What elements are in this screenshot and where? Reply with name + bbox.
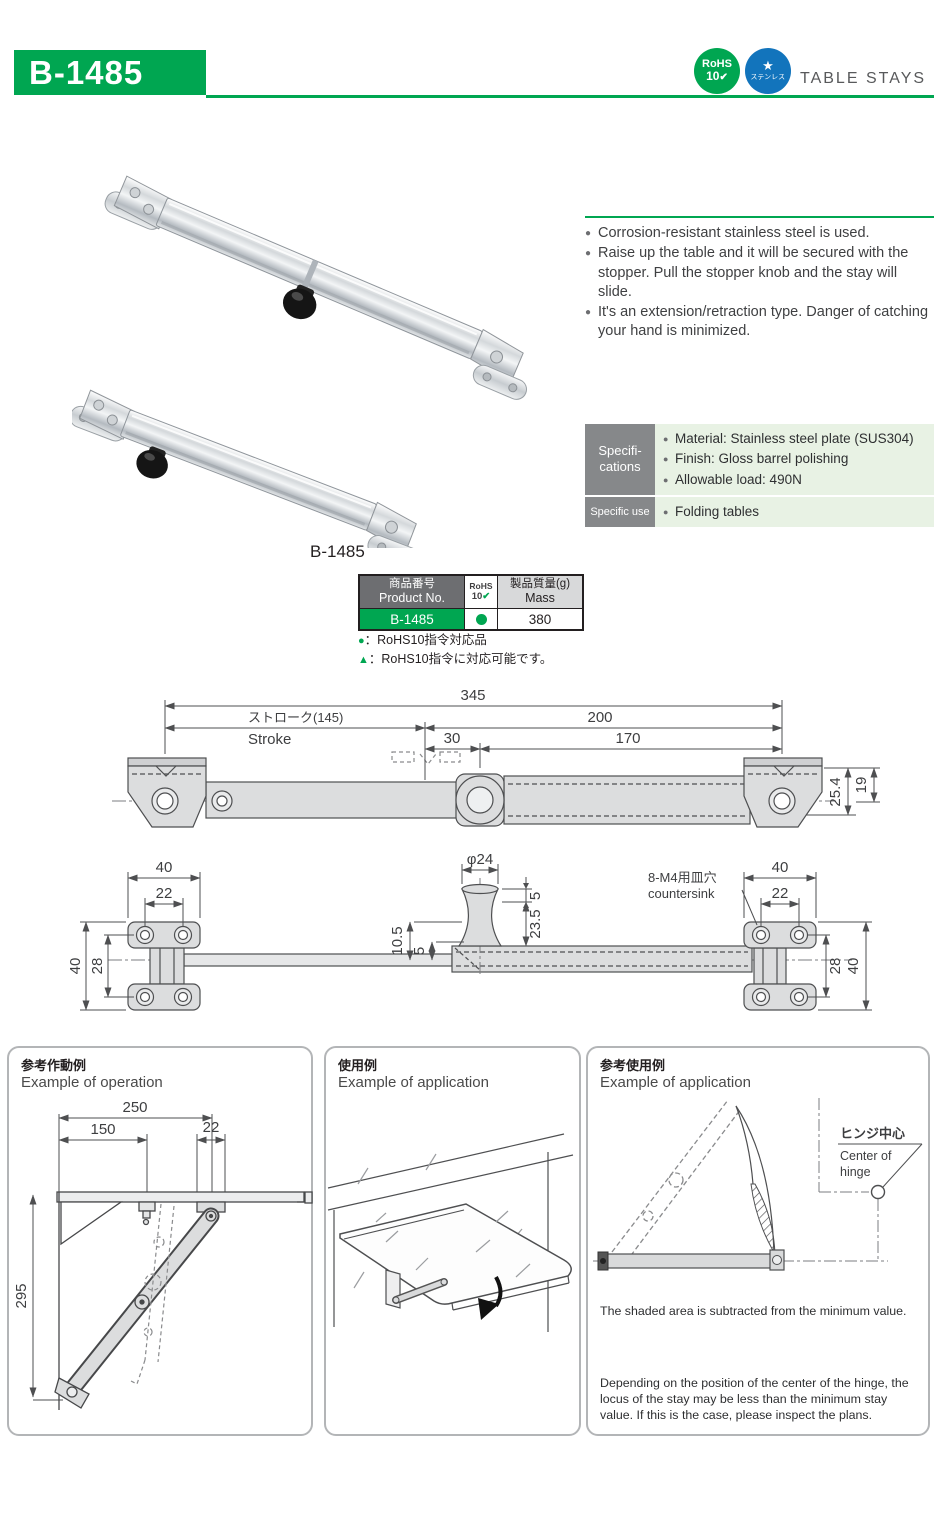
header-divider <box>206 95 934 98</box>
bullet-icon: ● <box>663 474 669 485</box>
dim-label: 22 <box>772 885 789 902</box>
rohs10-icon: RoHS 10✔ <box>694 48 740 94</box>
specifications-row: Specifi-cations ●Material: Stainless ste… <box>585 424 934 495</box>
stay-extended <box>104 175 527 400</box>
feature-item: ●Corrosion-resistant stainless steel is … <box>585 224 934 243</box>
bullet-icon: ● <box>585 248 592 260</box>
specific-use-row: Specific use ●Folding tables <box>585 496 934 527</box>
stainless-icon: ★ ステンレス <box>745 48 791 94</box>
dim-label: 295 <box>13 1283 30 1308</box>
table-row: B-1485 380 <box>360 608 582 629</box>
dimension-drawing: 345 ストローク(145) Stroke 200 30 170 25.4 19 <box>67 687 880 1011</box>
panel-application-reference: 参考使用例 Example of application <box>586 1046 930 1436</box>
hinge-locus-diagram: ヒンジ中心 Center of hinge <box>593 1097 923 1271</box>
star-icon: ★ <box>762 58 774 74</box>
leaf-check-icon: ✔ <box>719 71 728 83</box>
dim-label: 200 <box>587 709 612 726</box>
panel-title: 使用例 Example of application <box>338 1058 489 1091</box>
dim-label: Stroke <box>248 731 291 748</box>
rohs-cell <box>464 609 497 629</box>
specifications-label: Specifi-cations <box>585 424 655 495</box>
stay-retracted <box>72 389 421 548</box>
dim-label: ストローク(145) <box>248 710 343 725</box>
leaf-check-icon: ✔ <box>482 590 491 602</box>
rohs-legend: ●：RoHS10指令対応品 ▲：RoHS10指令に対応可能です。 <box>358 633 553 666</box>
product-no-cell: B-1485 <box>360 609 464 629</box>
bullet-icon: ● <box>585 307 592 319</box>
dim-label: countersink <box>648 886 715 901</box>
rohs-compliant-dot <box>475 613 487 625</box>
hinge-label-en: Center of <box>840 1149 892 1163</box>
product-photo <box>72 175 527 548</box>
specifications-box: Specifi-cations ●Material: Stainless ste… <box>585 424 934 529</box>
feature-item: ●Raise up the table and it will be secur… <box>585 244 934 302</box>
mass-cell: 380 <box>497 609 582 629</box>
triangle-symbol: ▲ <box>358 653 369 666</box>
panel-title: 参考使用例 Example of application <box>600 1058 751 1091</box>
dim-label: 5 <box>411 947 428 955</box>
dim-label: 30 <box>444 730 461 747</box>
product-code-badge: B-1485 <box>14 50 206 95</box>
panel-operation: 参考作動例 Example of operation 250 150 22 <box>7 1046 313 1436</box>
dim-label: 23.5 <box>527 909 544 938</box>
bullet-icon: ● <box>663 454 669 465</box>
category-title: TABLE STAYS <box>800 70 927 87</box>
dim-label: φ24 <box>467 851 493 868</box>
panel-application: 使用例 Example of application <box>324 1046 581 1436</box>
panel-title: 参考作動例 Example of operation <box>21 1058 163 1091</box>
application-diagram <box>327 1133 574 1332</box>
shaded-area-note: The shaded area is subtracted from the m… <box>600 1304 907 1318</box>
operation-diagram: 250 150 22 295 <box>13 1099 313 1410</box>
dim-label: 40 <box>67 958 84 975</box>
dim-label: 8-M4用皿穴 <box>648 870 717 885</box>
dim-label: 28 <box>827 958 844 975</box>
hinge-position-note: Depending on the position of the center … <box>600 1376 909 1422</box>
hinge-label-en: hinge <box>840 1165 871 1179</box>
dim-label: 40 <box>845 958 862 975</box>
bullet-icon: ● <box>663 506 669 517</box>
dim-label: 28 <box>89 958 106 975</box>
dim-label: 22 <box>203 1119 220 1136</box>
feature-list: ●Corrosion-resistant stainless steel is … <box>585 224 934 343</box>
dim-label: 40 <box>772 859 789 876</box>
dim-label: 345 <box>460 687 485 704</box>
hinge-center-marker <box>870 1184 886 1199</box>
col-mass: 製品質量(g)Mass <box>497 576 582 608</box>
dim-label: 40 <box>156 859 173 876</box>
dim-label: 5 <box>527 892 544 900</box>
bullet-icon: ● <box>585 228 592 239</box>
dim-label: 10.5 <box>389 926 406 955</box>
dim-label: 150 <box>90 1121 115 1138</box>
dim-label: 170 <box>615 730 640 747</box>
bullet-icon: ● <box>663 434 669 444</box>
feature-item: ●It's an extension/retraction type. Dang… <box>585 303 934 342</box>
dim-label: 25.4 <box>827 777 844 806</box>
fold-down-arrow-head <box>478 1297 499 1320</box>
features-divider <box>585 216 934 218</box>
hinge-label-jp: ヒンジ中心 <box>840 1126 905 1141</box>
col-rohs: RoHS 10✔ <box>464 576 497 608</box>
circle-symbol: ● <box>358 635 365 647</box>
dim-label: 22 <box>156 885 173 902</box>
product-section-label: B-1485 <box>310 542 365 561</box>
dim-label: 19 <box>853 777 870 794</box>
dim-label: 250 <box>122 1099 147 1116</box>
specific-use-label: Specific use <box>585 496 655 527</box>
